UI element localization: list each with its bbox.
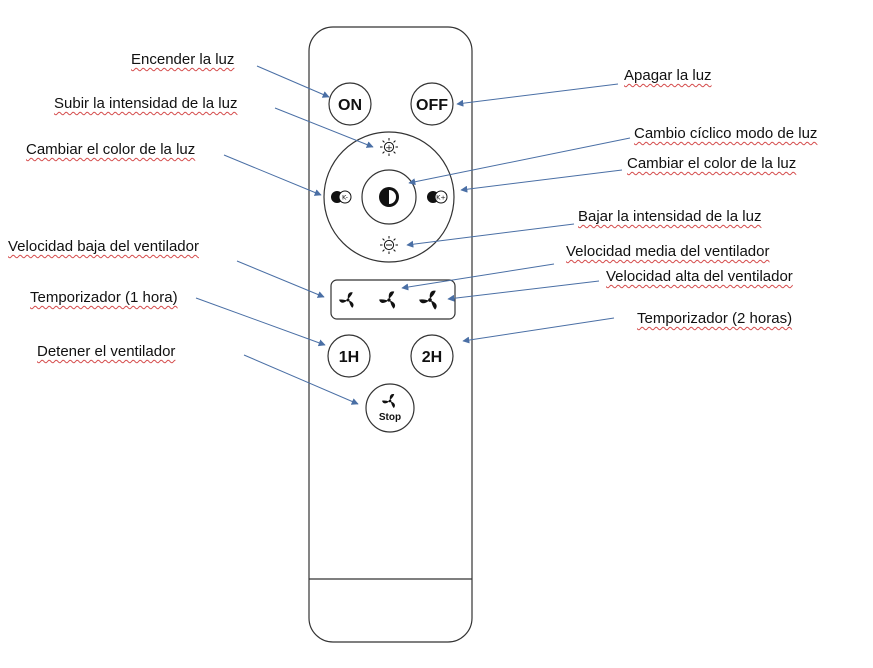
label-fan-high: Velocidad alta del ventilador [606,268,793,285]
arrow-timer-1h [195,297,326,347]
color-temp-minus-label: K- [342,194,349,202]
label-color-left: Cambiar el color de la luz [26,141,196,158]
color-temp-minus-icon: K- [331,190,352,204]
off-button[interactable]: OFF [410,82,454,126]
stop-button[interactable]: Stop [365,383,415,433]
off-button-label: OFF [416,97,448,114]
label-cycle-mode: Cambio cíclico modo de luz [634,125,818,142]
on-button-label: ON [338,97,362,114]
arrow-light-off [456,83,619,107]
fan-speed-panel [330,279,456,320]
arrow-cycle-mode [408,137,631,186]
label-fan-medium: Velocidad media del ventilador [566,243,770,260]
arrow-fan-low [236,260,325,298]
timer-2h-button[interactable]: 2H [410,334,454,378]
mode-cycle-icon [379,187,399,207]
arrow-fan-stop [243,354,359,405]
label-brightness-down: Bajar la intensidad de la luz [578,208,762,225]
arrow-color-right [460,169,623,193]
label-brightness-up: Subir la intensidad de la luz [54,95,238,112]
svg-text:+: + [385,144,393,154]
timer-2h-label: 2H [422,349,442,366]
mode-button[interactable] [361,169,417,225]
label-timer-1h: Temporizador (1 hora) [30,289,178,306]
arrow-brightness-up [274,107,374,148]
label-color-right: Cambiar el color de la luz [627,155,797,172]
arrow-color-left [223,154,322,196]
label-light-on: Encender la luz [131,51,235,68]
callout-arrows [195,65,631,405]
arrow-light-on [256,65,330,98]
label-light-off: Apagar la luz [624,67,712,84]
brightness-down-button[interactable] [374,231,404,257]
arrow-fan-high [447,280,600,302]
label-fan-stop: Detener el ventilador [37,343,176,360]
color-temp-plus-label: K+ [436,194,446,202]
arrow-fan-medium [401,263,555,291]
color-temp-plus-button[interactable]: K+ [427,190,448,204]
remote-body [308,26,473,643]
color-temp-plus-icon: K+ [427,190,448,204]
brightness-up-button[interactable]: + [374,133,404,159]
arrow-brightness-down [406,223,575,248]
timer-1h-label: 1H [339,349,359,366]
stop-button-label: Stop [379,412,401,423]
color-temp-minus-button[interactable]: K- [331,190,352,204]
timer-1h-button[interactable]: 1H [327,334,371,378]
on-button[interactable]: ON [328,82,372,126]
label-timer-2h: Temporizador (2 horas) [637,310,793,327]
arrow-timer-2h [462,317,615,344]
label-fan-low: Velocidad baja del ventilador [8,238,199,255]
